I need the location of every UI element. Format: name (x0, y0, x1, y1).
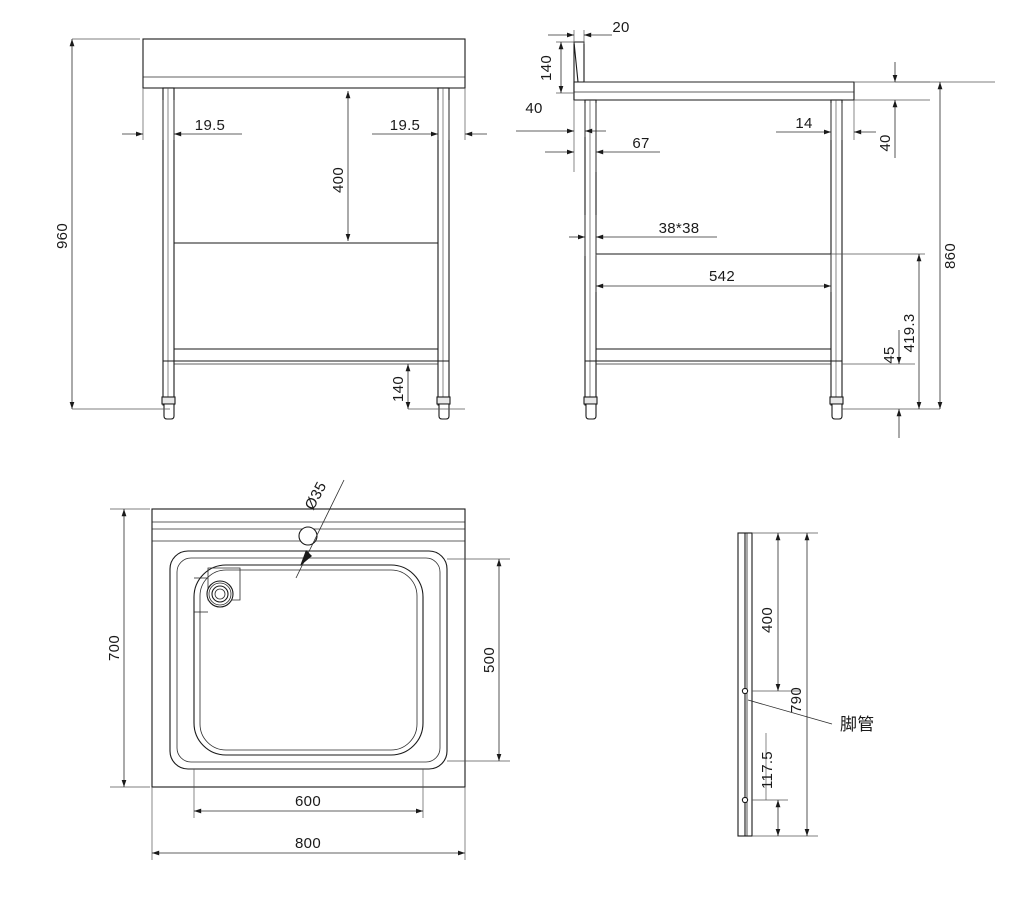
leg-tube-callout: 脚管 (747, 699, 875, 735)
dim-label-117-5: 117.5 (759, 751, 776, 789)
dim-label-600: 600 (295, 793, 321, 810)
dim-label-400-front: 400 (330, 167, 347, 193)
dim-side-splash-height: 140 (538, 41, 574, 94)
dim-leg-overall-length: 790 (752, 533, 818, 837)
dim-label-20: 20 (612, 19, 629, 36)
dim-plan-overall-depth: 700 (106, 508, 150, 788)
dim-label-140-splash: 140 (538, 55, 555, 81)
front-right-leg (436, 87, 451, 420)
dim-front-overall-height: 960 (54, 38, 170, 410)
plan-drain-outlet (194, 567, 241, 613)
dim-label-800: 800 (295, 835, 321, 852)
dim-label-45: 45 (881, 346, 898, 363)
leg-detail-view: 400 790 117.5 脚管 (737, 532, 875, 837)
dim-side-leg-section: 38*38 (569, 215, 717, 256)
side-lower-shelf (585, 348, 842, 365)
dim-side-splash-thickness: 20 (548, 19, 629, 44)
dim-front-top-to-shelf: 400 (330, 91, 351, 241)
dim-side-front-overhang: 14 (776, 100, 876, 140)
dim-side-shelf-height: 419.3 (831, 253, 925, 409)
dim-side-lower-shelf-to-floor: 45 (842, 330, 940, 438)
dim-label-860: 860 (942, 243, 959, 269)
dim-plan-overall-width: 800 (151, 787, 466, 860)
dim-label-14: 14 (795, 115, 812, 132)
plan-faucet-hole (298, 526, 318, 546)
dim-front-leg-inset-right: 19.5 (372, 88, 487, 140)
side-elevation-view: 20 140 40 67 (516, 19, 995, 438)
dim-side-top-edge-depth: 40 (854, 62, 930, 158)
dim-label-40-rear: 40 (525, 100, 542, 117)
dim-leg-lower-hole-to-bottom: 117.5 (752, 733, 788, 836)
dim-label-19-5-left: 19.5 (195, 117, 225, 134)
dim-label-400-leg: 400 (759, 607, 776, 633)
dim-side-rear-leg-offset: 67 (545, 135, 660, 172)
dim-side-leg-spacing: 542 (595, 254, 832, 292)
side-rear-leg (583, 99, 598, 420)
dim-label-700: 700 (106, 635, 123, 661)
dim-label-38x38: 38*38 (659, 220, 700, 237)
leg-tube-label: 脚管 (840, 715, 875, 735)
dim-plan-bowl-width: 600 (193, 769, 424, 818)
dim-side-rear-overhang: 40 (516, 100, 606, 137)
dim-label-500: 500 (481, 647, 498, 673)
dim-label-542: 542 (709, 268, 735, 285)
plan-view: Ø35 700 500 600 800 (106, 479, 510, 860)
dim-label-67: 67 (632, 135, 649, 152)
dim-label-40-top: 40 (877, 134, 894, 151)
leg-tube-holes (741, 687, 749, 804)
dim-plan-bowl-depth: 500 (447, 558, 510, 762)
dim-front-floor-to-lower-shelf: 140 (390, 364, 465, 410)
dim-label-960: 960 (54, 223, 71, 249)
front-lower-shelf (163, 348, 449, 365)
dim-side-work-height: 860 (895, 81, 995, 409)
front-left-leg (161, 87, 176, 420)
leg-tube-profile (737, 532, 753, 837)
dim-front-leg-inset-left: 19.5 (122, 88, 242, 140)
plan-bowl-base (193, 564, 424, 756)
dim-label-790: 790 (788, 687, 805, 713)
dim-leg-top-to-upper-hole: 400 (752, 532, 818, 692)
annotation-label-tap-hole: Ø35 (302, 479, 331, 513)
side-worktop (573, 81, 855, 101)
dim-label-419-3: 419.3 (901, 313, 918, 352)
front-worktop (142, 38, 466, 89)
dim-label-140-front: 140 (390, 376, 407, 402)
front-elevation-view: 960 19.5 19.5 400 140 (54, 38, 487, 420)
side-front-leg (829, 99, 844, 420)
dim-label-19-5-right: 19.5 (390, 117, 420, 134)
